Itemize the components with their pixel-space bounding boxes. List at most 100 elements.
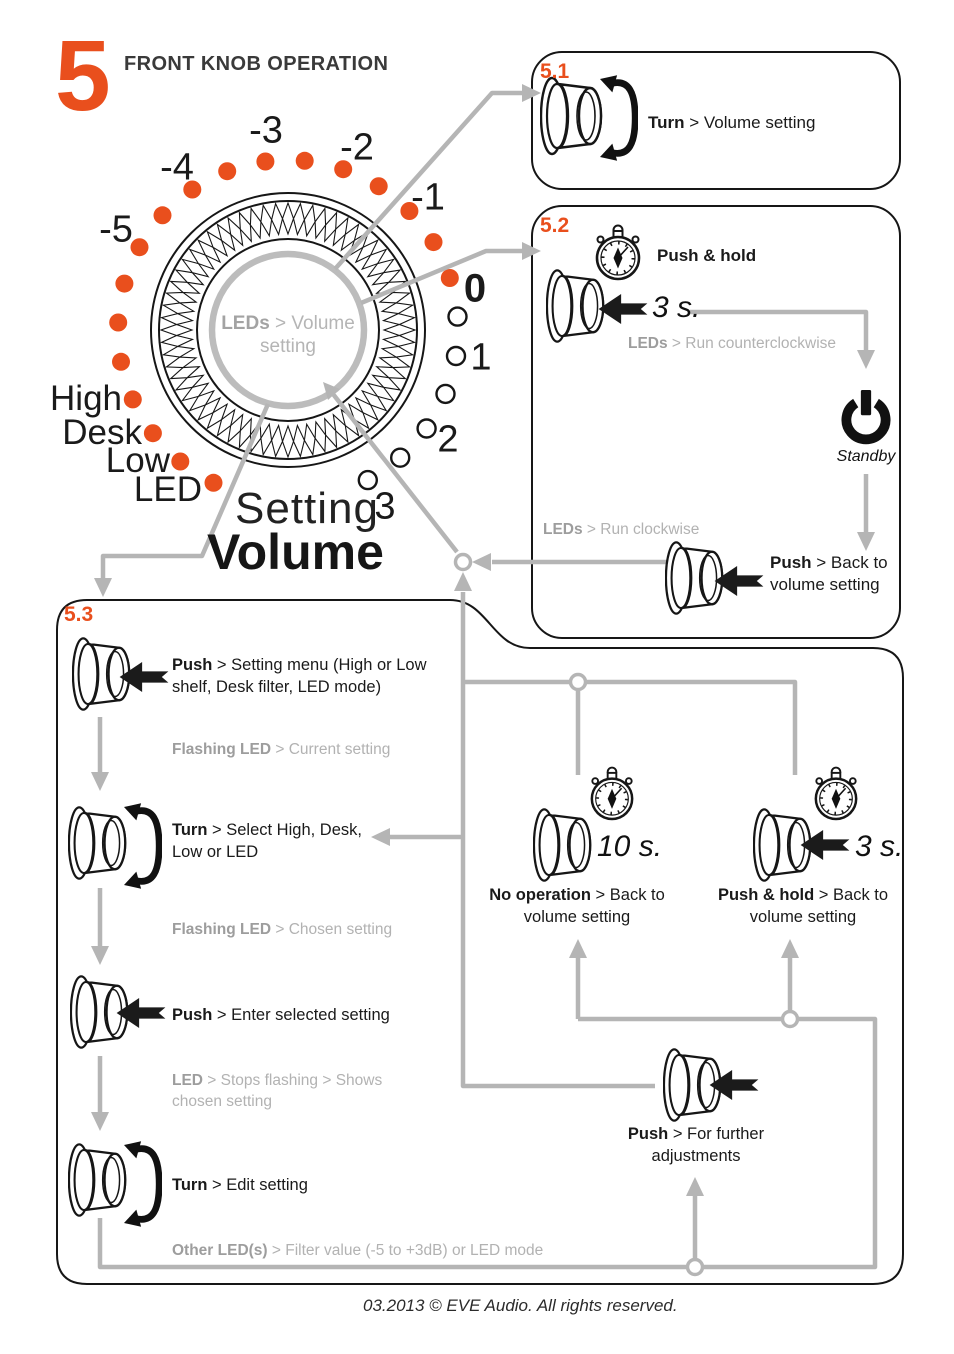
arrowhead-up-to-node bbox=[454, 572, 472, 591]
status-rest: > Stops flashing > Shows chosen setting bbox=[172, 1072, 383, 1110]
status-keyword: Flashing LED bbox=[172, 741, 272, 758]
action-rest: > Setting menu (High or Low shelf, Desk … bbox=[172, 656, 427, 696]
action-rest: > Back to volume setting bbox=[749, 886, 889, 926]
knob-icon bbox=[540, 76, 603, 156]
arrowhead-into-5-2 bbox=[522, 242, 541, 260]
scale-label-0: 0 bbox=[463, 266, 487, 311]
line-bottom-route bbox=[97, 1016, 878, 1270]
scale-label--1: -1 bbox=[411, 176, 445, 219]
step-push-enter: Push > Enter selected setting bbox=[172, 1005, 492, 1027]
led-dot-lit bbox=[183, 180, 202, 199]
knob-icon bbox=[68, 806, 127, 880]
led-dot-lit bbox=[369, 177, 388, 196]
line-to-5-1 bbox=[333, 90, 522, 271]
led-dot-lit bbox=[171, 452, 190, 471]
led-dot-off bbox=[445, 345, 467, 367]
action-keyword: Turn bbox=[648, 113, 685, 132]
action-rest: > Back to volume setting bbox=[770, 553, 888, 594]
step-turn-edit: Turn > Edit setting bbox=[172, 1175, 472, 1197]
line-to-5-3 bbox=[100, 403, 271, 578]
knob-icon bbox=[665, 541, 724, 615]
led-dot-lit bbox=[440, 269, 459, 287]
line-to-5-2 bbox=[360, 248, 522, 306]
flow-arrowheads bbox=[91, 84, 875, 1196]
arrowhead-back-to-turn bbox=[371, 828, 390, 846]
push-hold-text: Push & hold > Back to volume setting bbox=[697, 885, 909, 928]
node-volume-return bbox=[453, 552, 473, 572]
knob-icon bbox=[533, 808, 592, 882]
action-rest: > Enter selected setting bbox=[212, 1006, 390, 1024]
leds-rest: > Run counterclockwise bbox=[667, 335, 837, 352]
further-adjustments-text: Push > For further adjustments bbox=[600, 1124, 792, 1167]
status-rest: > Chosen setting bbox=[271, 921, 393, 938]
led-dot-lit bbox=[218, 162, 237, 181]
mode-label-desk: Desk bbox=[62, 413, 142, 452]
status-keyword: LED bbox=[172, 1072, 203, 1089]
front-knob-illustration bbox=[109, 151, 468, 492]
action-keyword: Push bbox=[172, 1006, 213, 1024]
status-rest: > Filter value (-5 to +3dB) or LED mode bbox=[267, 1242, 544, 1259]
volume-label: Volume bbox=[207, 524, 384, 580]
led-dot-lit bbox=[153, 206, 172, 225]
status-keyword: Other LED(s) bbox=[172, 1242, 268, 1259]
timeout-text: No operation > Back to volume setting bbox=[477, 885, 677, 928]
arrowhead-up-further bbox=[686, 1177, 704, 1196]
action-rest: > Back to volume setting bbox=[523, 886, 665, 926]
led-dot-lit bbox=[256, 152, 275, 171]
knob-center-label: LEDs > Volume setting bbox=[210, 312, 366, 358]
action-keyword: Turn bbox=[172, 821, 208, 839]
scale-label-3: 3 bbox=[374, 485, 396, 528]
arrowhead-to-power bbox=[857, 350, 875, 369]
mode-label-low: Low bbox=[105, 441, 170, 480]
status-led-stops: LED > Stops flashing > Shows chosen sett… bbox=[172, 1070, 407, 1112]
center-label-bold: LEDs bbox=[221, 313, 270, 334]
led-dot-lit bbox=[112, 352, 130, 371]
status-keyword: Flashing LED bbox=[172, 921, 272, 938]
led-dot-lit bbox=[115, 274, 134, 293]
duration-3s: 3 s. bbox=[652, 291, 701, 324]
led-dot-lit bbox=[130, 238, 149, 257]
leds-rest: > Run clockwise bbox=[582, 521, 700, 538]
arrowhead-left-to-node bbox=[472, 553, 491, 571]
action-keyword: Push bbox=[770, 553, 812, 572]
node-return-top bbox=[568, 672, 588, 692]
node-bottom bbox=[685, 1257, 705, 1277]
action-rest: > Edit setting bbox=[207, 1176, 308, 1194]
arrowhead-up-timeout bbox=[569, 939, 587, 958]
led-dot-lit bbox=[204, 473, 223, 492]
flow-lines bbox=[97, 90, 878, 1270]
arrowhead-standby-down bbox=[857, 532, 875, 551]
node-mid bbox=[780, 1009, 800, 1029]
scale-label--5: -5 bbox=[99, 208, 133, 251]
status-rest: > Current setting bbox=[271, 741, 391, 758]
led-dot-lit bbox=[109, 313, 128, 332]
led-dot-off bbox=[435, 383, 456, 405]
status-flashing-chosen: Flashing LED > Chosen setting bbox=[172, 919, 472, 940]
arrowhead-step2-3 bbox=[91, 946, 109, 965]
action-keyword: Push & hold bbox=[717, 886, 815, 904]
action-keyword: Turn bbox=[172, 1176, 208, 1194]
section-number: 5 bbox=[55, 20, 111, 132]
led-dot-lit bbox=[400, 202, 419, 220]
box-5-2-number: 5.2 bbox=[540, 214, 570, 237]
duration-10s: 10 s. bbox=[597, 830, 663, 863]
box-5-3-number: 5.3 bbox=[64, 603, 94, 626]
action-rest: > For further adjustments bbox=[651, 1125, 765, 1165]
led-dot-lit bbox=[123, 390, 142, 409]
led-dot-lit bbox=[295, 151, 314, 170]
action-keyword: Push bbox=[627, 1125, 669, 1143]
knob-icon bbox=[72, 637, 131, 711]
scale-label--4: -4 bbox=[160, 146, 194, 189]
page-title: FRONT KNOB OPERATION bbox=[124, 53, 389, 75]
leds-ccw-text: LEDs > Run counterclockwise bbox=[628, 333, 836, 354]
scale-label-1: 1 bbox=[470, 336, 492, 379]
led-dot-off bbox=[447, 306, 468, 327]
connector-nodes bbox=[453, 552, 800, 1277]
action-rest: > Select High, Desk, Low or LED bbox=[172, 821, 362, 861]
scale-label--2: -2 bbox=[340, 126, 374, 169]
step-push-setting-menu: Push > Setting menu (High or Low shelf, … bbox=[172, 655, 447, 698]
action-keyword: Push bbox=[172, 656, 213, 674]
scale-label-2: 2 bbox=[437, 418, 459, 461]
